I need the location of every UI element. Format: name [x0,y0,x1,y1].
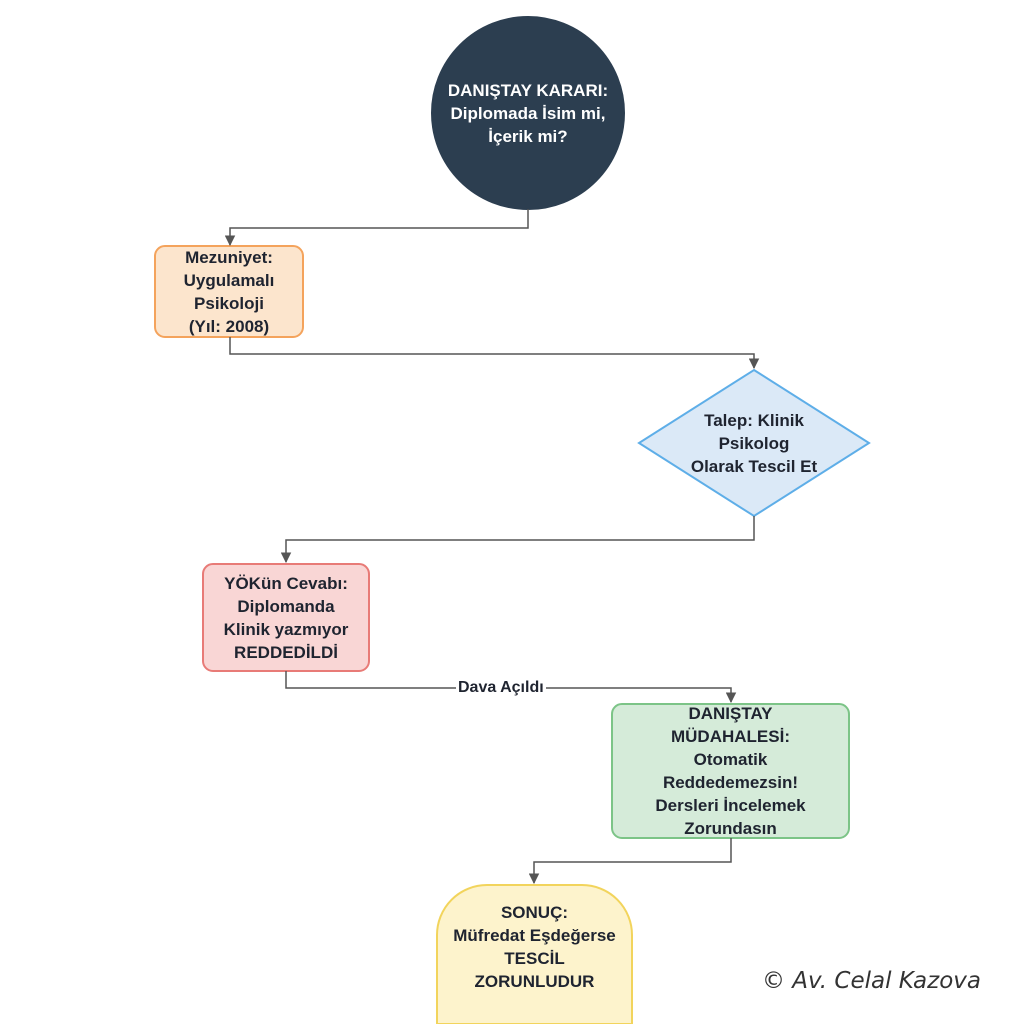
decision-title-text: DANIŞTAY KARARI: Diplomada İsim mi, İçer… [432,60,624,166]
copyright-watermark: © Av. Celal Kazova [762,968,982,994]
council-intervention-text: DANIŞTAY MÜDAHALESİ: Otomatik Reddedemez… [612,704,849,838]
request-line-3: Olarak Tescil Et [690,456,818,476]
graduation-text: Mezuniyet: Uygulamalı Psikoloji (Yıl: 20… [155,246,303,337]
result-line-3: TESCİL [504,949,565,968]
council-line-3: Otomatik [693,750,768,769]
request-text: Talep: Klinik Psikolog Olarak Tescil Et [664,400,844,486]
decision-title-line-3: İçerik mi? [488,126,568,146]
yok-response-line-2: Diplomanda [237,596,335,616]
decision-title-line-2: Diplomada İsim mi, [450,103,606,123]
edge-council-to-result [528,838,732,885]
result-text: SONUÇ: Müfredat Eşdeğerse TESCİL ZORUNLU… [437,898,632,996]
lawsuit-edge-label: Dava Açıldı [456,679,546,697]
request-line-1: Talep: Klinik [704,410,804,430]
graduation-line-4: (Yıl: 2008) [188,316,270,336]
yok-response-line-1: YÖKün Cevabı: [224,573,348,593]
edge-graduation-to-request [229,337,760,370]
decision-title-line-1: DANIŞTAY KARARI: [447,80,609,100]
graduation-line-3: Psikoloji [194,293,264,313]
council-line-6: Zorundasın [684,819,777,838]
council-line-5: Dersleri İncelemek [655,796,806,815]
edge-title-to-graduation [224,209,529,247]
result-line-1: SONUÇ: [500,903,569,922]
yok-response-text: YÖKün Cevabı: Diplomanda Klinik yazmıyor… [203,564,369,671]
result-line-2: Müfredat Eşdeğerse [453,926,616,945]
yok-response-line-4: REDDEDİLDİ [234,642,338,662]
graduation-line-1: Mezuniyet: [185,247,273,267]
edge-request-to-yok [280,516,755,564]
council-line-4: Reddedemezsin! [662,773,799,792]
result-node [436,884,633,1024]
council-line-1: DANIŞTAY [688,704,773,723]
yok-response-line-3: Klinik yazmıyor [223,619,349,639]
result-line-4: ZORUNLUDUR [474,972,595,991]
graduation-line-2: Uygulamalı [183,270,275,290]
request-line-2: Psikolog [718,433,790,453]
council-line-2: MÜDAHALESİ: [670,727,790,746]
